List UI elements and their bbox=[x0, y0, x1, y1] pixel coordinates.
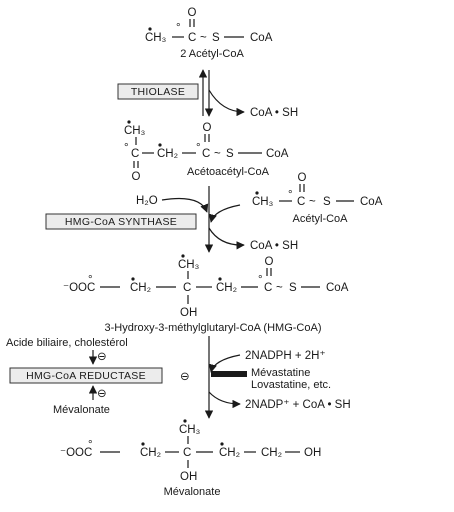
hmg-ring-marker-1: ° bbox=[88, 274, 93, 286]
acetoacetyl-dot-1 bbox=[127, 120, 131, 124]
synthase-box bbox=[45, 213, 197, 230]
acetoacetyl-carbonyl-o: O bbox=[203, 122, 212, 134]
hmg-dot-ch3 bbox=[181, 254, 185, 258]
acetoacetyl-c1: C bbox=[131, 148, 139, 160]
hmg-tilde: ~ bbox=[276, 282, 283, 294]
reductase-step: Acide biliaire, cholestérol ⊖ HMG-CoA RE… bbox=[6, 336, 351, 419]
cosub-ring-marker: ° bbox=[288, 189, 293, 201]
statin-minus: ⊖ bbox=[180, 371, 190, 383]
reductase-inhibitors-top: Acide biliaire, cholestérol bbox=[6, 337, 128, 349]
inhibit-top-minus: ⊖ bbox=[97, 351, 107, 363]
inhibit-bottom-minus: ⊖ bbox=[97, 388, 107, 400]
cosub-dot bbox=[255, 191, 259, 195]
cosub-coa: CoA bbox=[360, 196, 383, 208]
meva-dot-ch2a bbox=[141, 442, 145, 446]
acetyl-ring-marker: ° bbox=[176, 22, 181, 34]
acetoacetyl-c2: C bbox=[202, 148, 210, 160]
meva-ch3: CH₃ bbox=[179, 424, 201, 436]
acetyl-c: C bbox=[188, 32, 196, 44]
hmg-oh: OH bbox=[180, 307, 197, 319]
acetyl-coa-text: CoA bbox=[250, 32, 273, 44]
acetoacetyl-lower-o: O bbox=[132, 171, 141, 183]
statin-drug-2: Lovastatine, etc. bbox=[251, 379, 331, 391]
mevalonate-structure: CH₃ ⁻OOC ° CH₂ C CH₂ CH₂ OH OH Mévalonat… bbox=[60, 419, 321, 498]
meva-oh: OH bbox=[180, 471, 197, 483]
acetyl-label-dot bbox=[148, 27, 152, 31]
acetoacetyl-s: S bbox=[226, 148, 234, 160]
acetoacetyl-ch2: CH₂ bbox=[157, 148, 178, 160]
meva-dot-ch3 bbox=[183, 419, 187, 423]
nadph-text: 2NADPH + 2H⁺ bbox=[245, 350, 326, 362]
meva-ch2b: CH₂ bbox=[219, 447, 240, 459]
cosub-c: C bbox=[297, 196, 305, 208]
reductase-label: HMG-CoA REDUCTASE bbox=[26, 370, 146, 382]
acetoacetyl-ring-marker-2: ° bbox=[196, 142, 201, 154]
synthase-water-arrow bbox=[161, 197, 209, 213]
meva-ring-marker: ° bbox=[88, 439, 93, 451]
mevalonate-label: Mévalonate bbox=[164, 486, 221, 498]
hmg-coa-structure: CH₃ O ⁻OOC ° CH₂ C CH₂ ° C ~ S CoA OH 3-… bbox=[63, 254, 349, 334]
synthase-water: H₂O bbox=[136, 195, 158, 207]
synthase-label: HMG-CoA SYNTHASE bbox=[65, 216, 177, 228]
hmg-dot-ch2a bbox=[131, 277, 135, 281]
hmg-s: S bbox=[289, 282, 297, 294]
thiolase-label: THIOLASE bbox=[131, 86, 185, 98]
hmg-ooc: ⁻OOC bbox=[63, 282, 95, 294]
nadph-arrow bbox=[208, 354, 241, 373]
acetoacetyl-ch3: CH₃ bbox=[124, 125, 146, 137]
meva-ooc: ⁻OOC bbox=[60, 447, 92, 459]
synthase-cosub-arrow bbox=[208, 204, 241, 223]
cosub-s: S bbox=[323, 196, 331, 208]
thiolase-box bbox=[117, 83, 199, 100]
acetyl-coa-structure: O CH₃ ° C ~ S CoA 2 Acétyl-CoA bbox=[145, 7, 273, 60]
hmg-coa-label: 3-Hydroxy-3-méthylglutaryl-CoA (HMG-CoA) bbox=[105, 322, 322, 334]
synthase-coash: CoA • SH bbox=[250, 240, 298, 252]
hmg-ch3: CH₃ bbox=[178, 259, 200, 271]
reductase-box bbox=[9, 367, 163, 384]
cosub-tilde: ~ bbox=[309, 196, 316, 208]
acetoacetyl-dot-2 bbox=[158, 143, 162, 147]
hmg-c: C bbox=[183, 282, 191, 294]
cosub-label: Acétyl-CoA bbox=[292, 213, 348, 225]
hmg-carbonyl-o: O bbox=[265, 256, 274, 268]
meva-c: C bbox=[183, 447, 191, 459]
hmg-ring-marker-2: ° bbox=[258, 274, 263, 286]
meva-oh-end: OH bbox=[304, 447, 321, 459]
acetoacetyl-ring-marker: ° bbox=[124, 142, 129, 154]
synthase-step: H₂O HMG-CoA SYNTHASE CoA • SH O CH₃ ° C … bbox=[45, 172, 383, 253]
hmg-ch2a: CH₂ bbox=[130, 282, 151, 294]
statin-block-bar bbox=[211, 371, 247, 377]
nadp-arrow bbox=[208, 391, 241, 409]
acetyl-coa-label: 2 Acétyl-CoA bbox=[180, 48, 244, 60]
thiolase-coash: CoA • SH bbox=[250, 107, 298, 119]
hmg-ch2b: CH₂ bbox=[216, 282, 237, 294]
reductase-inhibitor-mevalonate: Mévalonate bbox=[53, 404, 110, 416]
acetoacetyl-coa-label: Acétoacétyl-CoA bbox=[187, 166, 270, 178]
cosub-ch3: CH₃ bbox=[252, 196, 274, 208]
thiolase-step: THIOLASE CoA • SH bbox=[117, 69, 298, 119]
acetyl-tilde: ~ bbox=[200, 32, 207, 44]
hmg-dot-ch2b bbox=[218, 277, 222, 281]
statin-drug-1: Mévastatine bbox=[251, 367, 310, 379]
nadp-text: 2NADP⁺ + CoA • SH bbox=[245, 399, 351, 411]
acetoacetyl-tilde: ~ bbox=[214, 148, 221, 160]
cosub-carbonyl-o: O bbox=[298, 172, 307, 184]
hmg-c2: C bbox=[264, 282, 272, 294]
synthase-release-arrow bbox=[208, 227, 245, 250]
acetyl-carbonyl-o: O bbox=[188, 7, 197, 19]
meva-dot-ch2b bbox=[220, 442, 224, 446]
acetyl-s: S bbox=[212, 32, 220, 44]
hmg-coa-text: CoA bbox=[326, 282, 349, 294]
acetyl-ch3: CH₃ bbox=[145, 32, 167, 44]
meva-ch2c: CH₂ bbox=[261, 447, 282, 459]
acetoacetyl-coa-text: CoA bbox=[266, 148, 289, 160]
meva-ch2a: CH₂ bbox=[140, 447, 161, 459]
acetoacetyl-coa-structure: CH₃ O ° C CH₂ ° C ~ S CoA O Acétoacétyl-… bbox=[124, 120, 289, 183]
thiolase-side-arrow bbox=[208, 89, 245, 117]
